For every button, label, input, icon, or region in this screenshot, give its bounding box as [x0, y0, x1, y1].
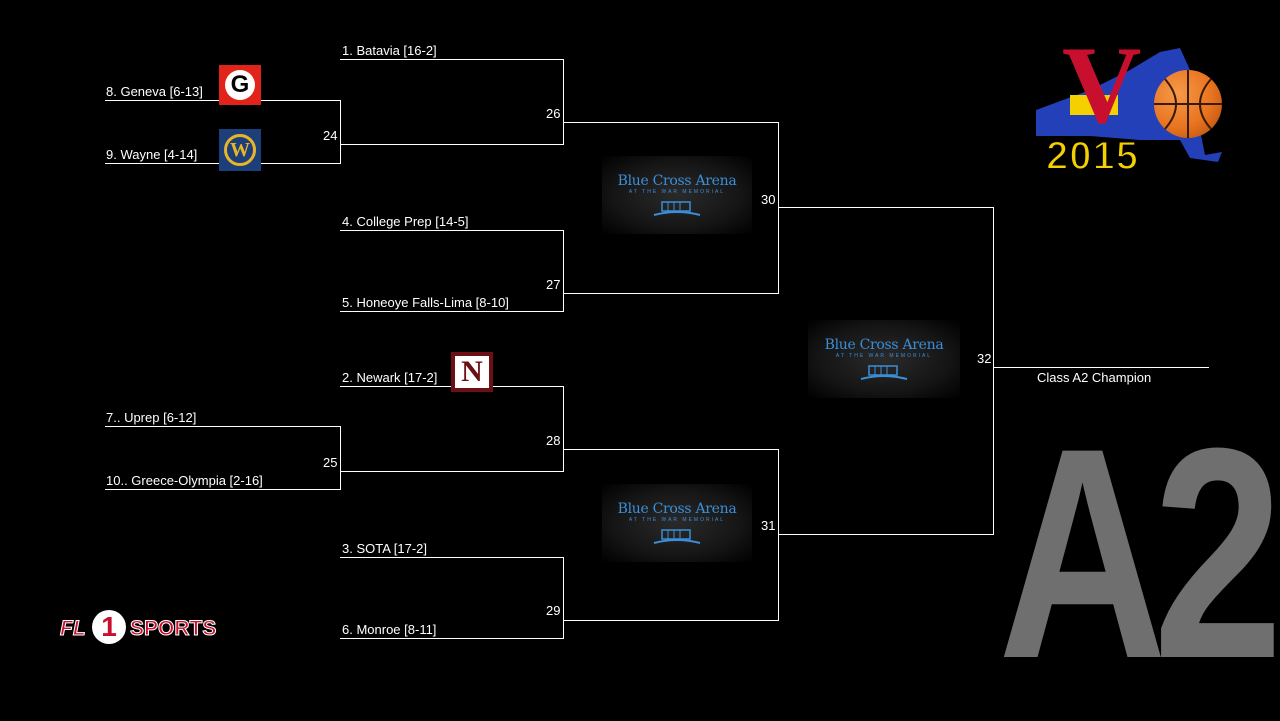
game-number-24: 24 — [323, 128, 338, 143]
wayne-logo-ring: W — [224, 134, 256, 166]
bracket-line — [563, 449, 779, 450]
team-batavia: 1. Batavia [16-2] — [342, 43, 437, 58]
team-sota: 3. SOTA [17-2] — [342, 541, 428, 556]
bracket-line — [340, 426, 341, 490]
bracket-line — [105, 426, 341, 427]
geneva-logo: G — [219, 65, 261, 105]
venue-logo-game-31: Blue Cross Arena AT THE WAR MEMORIAL — [602, 484, 752, 562]
newark-logo: N — [451, 352, 493, 392]
game-number-28: 28 — [546, 433, 561, 448]
bracket-line — [563, 620, 779, 621]
bracket-line — [340, 144, 564, 145]
bracket-line — [563, 230, 564, 312]
bracket-line — [340, 557, 564, 558]
game-number-32: 32 — [977, 351, 992, 366]
fl1-sports-logo: FL 1 SPORTS — [60, 610, 218, 648]
team-monroe: 6. Monroe [8-11] — [342, 622, 437, 637]
game-number-31: 31 — [761, 518, 776, 533]
game-number-25: 25 — [323, 455, 338, 470]
newark-logo-inner: N — [455, 356, 489, 388]
class-label: A2 — [998, 385, 1280, 721]
basketball-icon — [1154, 70, 1222, 138]
bracket-line — [340, 59, 564, 60]
bracket-line — [563, 293, 779, 294]
newark-logo-letter: N — [461, 355, 483, 388]
arena-icon — [860, 365, 908, 380]
team-geneva: 8. Geneva [6-13] — [106, 84, 203, 99]
bracket-line — [340, 471, 564, 472]
bracket-line — [105, 489, 341, 490]
team-greece-olympia: 10.. Greece-Olympia [2-16] — [106, 473, 263, 488]
arena-icon — [653, 201, 701, 216]
event-logo-letter: V — [1062, 24, 1142, 146]
event-logo-year: 2015 — [1045, 134, 1139, 178]
bracket-line — [778, 207, 994, 208]
venue-name: Blue Cross Arena — [824, 337, 944, 353]
bracket-line — [340, 638, 564, 639]
team-college-prep: 4. College Prep [14-5] — [342, 214, 469, 229]
bracket-line — [778, 122, 779, 294]
team-newark: 2. Newark [17-2] — [342, 370, 438, 385]
fl1-logo-circle: 1 — [92, 610, 126, 644]
bracket-line — [340, 100, 341, 164]
team-wayne: 9. Wayne [4-14] — [106, 147, 198, 162]
game-number-26: 26 — [546, 106, 561, 121]
venue-logo-game-30: Blue Cross Arena AT THE WAR MEMORIAL — [602, 156, 752, 234]
bracket-line — [563, 557, 564, 639]
geneva-logo-ring: G — [225, 70, 255, 100]
bracket-line — [340, 230, 564, 231]
wayne-logo-letter: W — [230, 139, 250, 161]
game-number-27: 27 — [546, 277, 561, 292]
team-honeoye-falls-lima: 5. Honeoye Falls-Lima [8-10] — [342, 295, 509, 310]
venue-subtitle: AT THE WAR MEMORIAL — [628, 517, 726, 523]
venue-name: Blue Cross Arena — [617, 173, 737, 189]
fl1-logo-number: 1 — [101, 611, 117, 642]
arena-icon — [653, 529, 701, 544]
game-number-29: 29 — [546, 603, 561, 618]
champion-label: Class A2 Champion — [1037, 370, 1152, 385]
fl1-logo-left: FL — [60, 617, 87, 641]
game-number-30: 30 — [761, 192, 776, 207]
venue-subtitle: AT THE WAR MEMORIAL — [835, 353, 933, 359]
team-uprep: 7.. Uprep [6-12] — [106, 410, 197, 425]
venue-logo-game-32: Blue Cross Arena AT THE WAR MEMORIAL — [808, 320, 960, 398]
bracket-line — [993, 207, 994, 535]
champion-line — [993, 367, 1209, 368]
bracket-line — [563, 59, 564, 145]
wayne-logo: W — [219, 129, 261, 171]
bracket-line — [778, 449, 779, 621]
bracket-line — [778, 534, 994, 535]
geneva-logo-letter: G — [230, 71, 250, 98]
bracket-line — [340, 311, 564, 312]
venue-subtitle: AT THE WAR MEMORIAL — [628, 189, 726, 195]
event-logo: V 2015 — [1030, 30, 1230, 180]
venue-name: Blue Cross Arena — [617, 501, 737, 517]
fl1-logo-right: SPORTS — [129, 617, 217, 641]
bracket-line — [563, 386, 564, 472]
bracket-line — [563, 122, 779, 123]
